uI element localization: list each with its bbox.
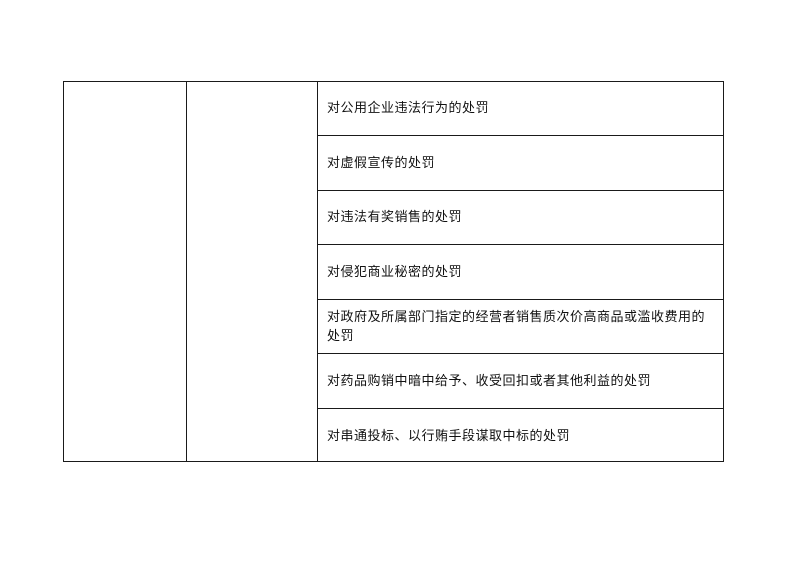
penalty-item-text: 对违法有奖销售的处罚 bbox=[327, 210, 463, 225]
table-column-category bbox=[64, 82, 187, 461]
penalty-item-text: 对虚假宣传的处罚 bbox=[327, 155, 436, 171]
table-row: 对公用企业违法行为的处罚 bbox=[318, 82, 723, 136]
penalty-item-text: 对政府及所属部门指定的经营者销售质次价高商品或滥收费用的处罚 bbox=[327, 309, 706, 344]
table-row: 对违法有奖销售的处罚 bbox=[318, 191, 723, 245]
table-column-subcategory bbox=[187, 82, 318, 461]
penalty-item-text: 对药品购销中暗中给予、收受回扣或者其他利益的处罚 bbox=[327, 373, 652, 389]
penalty-item-text: 对串通投标、以行贿手段谋取中标的处罚 bbox=[327, 428, 571, 444]
penalty-table: 对公用企业违法行为的处罚 对虚假宣传的处罚 对违法有奖销售的处罚 对侵犯商业秘密… bbox=[63, 81, 724, 462]
table-row: 对串通投标、以行贿手段谋取中标的处罚 bbox=[318, 409, 723, 463]
table-column-penalty-items: 对公用企业违法行为的处罚 对虚假宣传的处罚 对违法有奖销售的处罚 对侵犯商业秘密… bbox=[318, 82, 723, 461]
table-row: 对侵犯商业秘密的处罚 bbox=[318, 245, 723, 300]
table-row: 对药品购销中暗中给予、收受回扣或者其他利益的处罚 bbox=[318, 354, 723, 409]
table-row: 对虚假宣传的处罚 bbox=[318, 136, 723, 191]
penalty-item-text: 对公用企业违法行为的处罚 bbox=[327, 101, 490, 116]
penalty-item-text: 对侵犯商业秘密的处罚 bbox=[327, 264, 463, 280]
table-row: 对政府及所属部门指定的经营者销售质次价高商品或滥收费用的处罚 bbox=[318, 300, 723, 354]
